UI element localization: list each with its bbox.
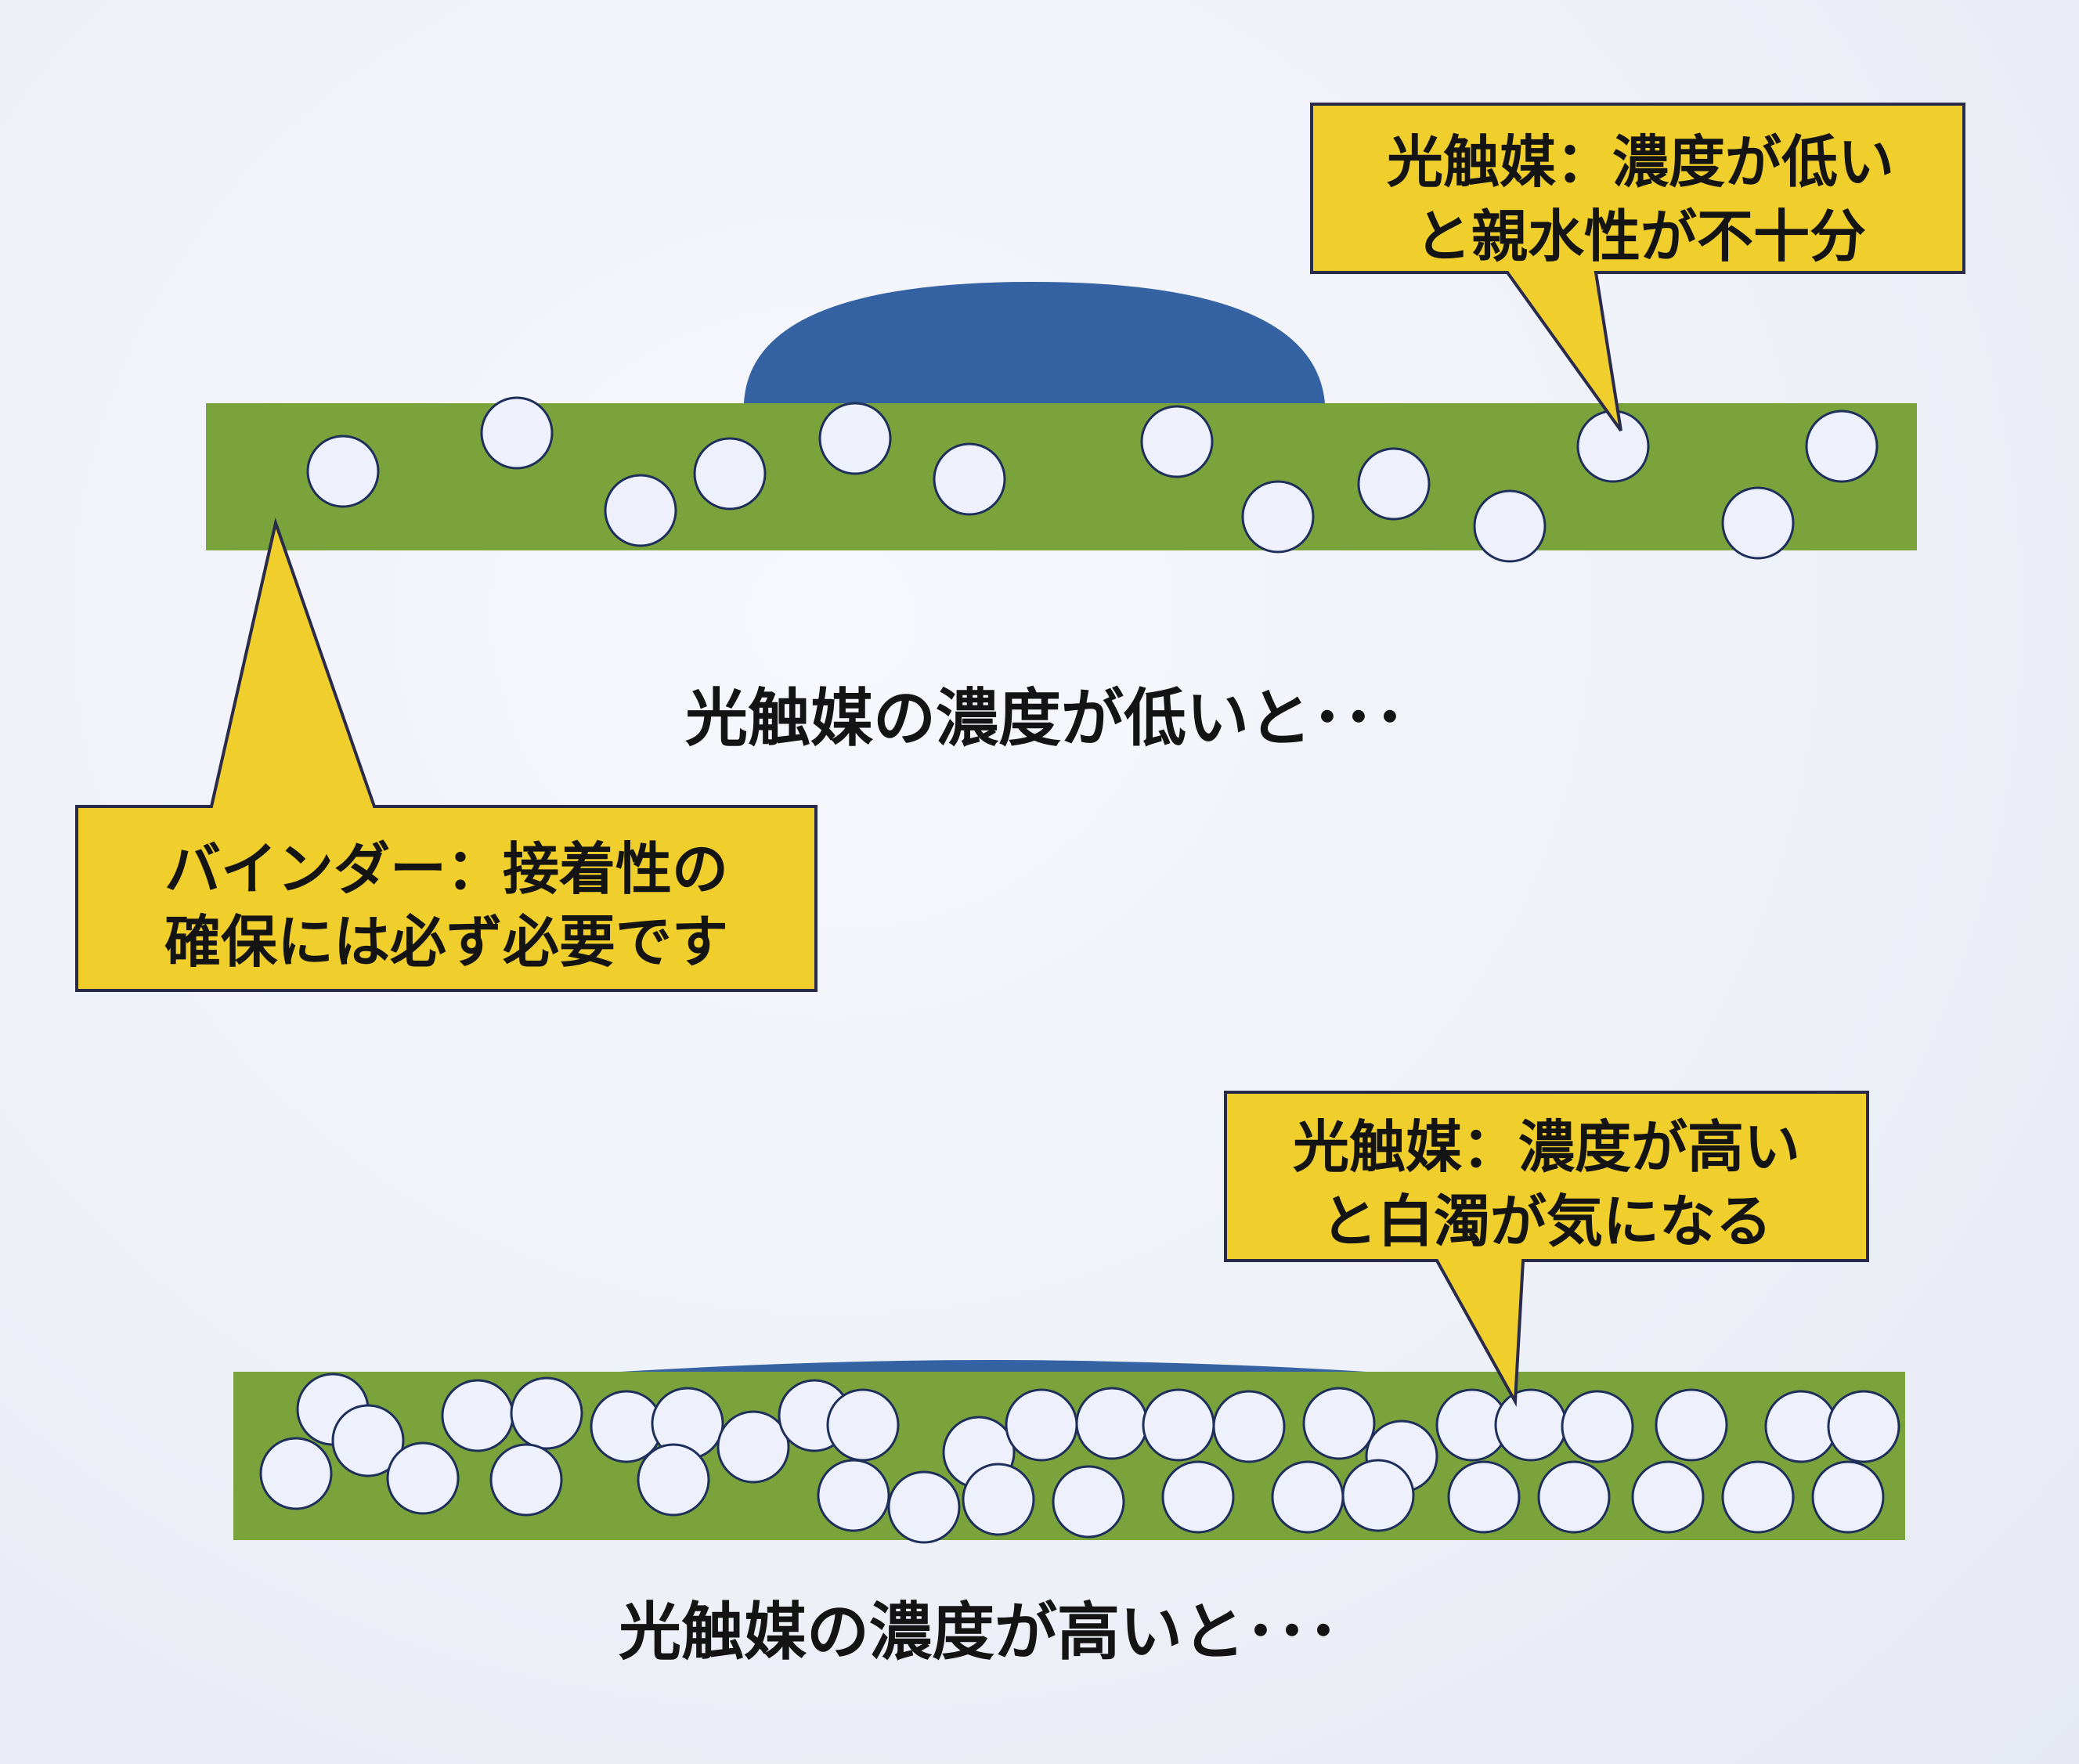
callout-photocatalyst-high: 光触媒：濃度が高い と白濁が気になる <box>1224 1091 1869 1408</box>
callout-binder-line2: 確保には必ず必要です <box>164 909 728 975</box>
photocatalyst-particle-high-20 <box>1075 1387 1149 1460</box>
photocatalyst-particle-low-10 <box>1473 489 1547 563</box>
photocatalyst-particle-low-2 <box>480 396 554 470</box>
photocatalyst-particle-high-34 <box>1631 1460 1705 1534</box>
photocatalyst-particle-high-2 <box>259 1437 333 1510</box>
photocatalyst-particle-high-35 <box>1764 1390 1838 1463</box>
callout-binder: バインダー：接着性の 確保には必ず必要です <box>75 517 818 992</box>
photocatalyst-particle-high-24 <box>1271 1460 1344 1534</box>
photocatalyst-particle-high-23 <box>1212 1390 1286 1463</box>
photocatalyst-particle-high-37 <box>1827 1390 1900 1463</box>
callout-binder-line1: バインダー：接着性の <box>164 836 728 902</box>
caption-high-concentration: 光触媒の濃度が高いと･･･ <box>619 1596 1339 1668</box>
callout-photocatalyst-low: 光触媒：濃度が低い と親水性が不十分 <box>1310 103 1965 432</box>
callout-photocatalyst-low-line1: 光触媒：濃度が低い <box>1387 129 1894 195</box>
photocatalyst-particle-high-19 <box>1052 1465 1125 1539</box>
particle-group-low <box>306 396 1879 563</box>
callout-photocatalyst-high-line1: 光触媒：濃度が高い <box>1293 1114 1800 1180</box>
photocatalyst-particle-high-27 <box>1341 1459 1415 1532</box>
photocatalyst-particle-high-3 <box>331 1404 405 1477</box>
photocatalyst-particle-high-31 <box>1561 1390 1634 1463</box>
photocatalyst-particle-high-4 <box>441 1379 514 1452</box>
photocatalyst-particle-low-9 <box>1357 447 1431 521</box>
photocatalyst-particle-low-4 <box>693 437 767 510</box>
photocatalyst-particle-high-36 <box>1721 1460 1795 1534</box>
photocatalyst-particle-high-33 <box>1655 1388 1728 1462</box>
photocatalyst-particle-high-7 <box>489 1443 563 1517</box>
photocatalyst-particle-high-18 <box>962 1463 1035 1536</box>
photocatalyst-particle-high-13 <box>826 1388 900 1462</box>
binder-layer-low <box>206 403 1917 550</box>
photocatalyst-particle-low-8 <box>1241 480 1315 554</box>
water-droplet-low <box>744 282 1325 403</box>
photocatalyst-particle-high-11 <box>716 1410 790 1484</box>
photocatalyst-particle-high-6 <box>510 1376 583 1450</box>
photocatalyst-particle-high-29 <box>1494 1388 1568 1462</box>
photocatalyst-particle-low-1 <box>306 435 380 508</box>
photocatalyst-particle-low-13 <box>1805 409 1879 483</box>
photocatalyst-particle-high-14 <box>817 1459 890 1532</box>
caption-low-concentration: 光触媒の濃度が低いと･･･ <box>685 682 1406 755</box>
photocatalyst-particle-low-3 <box>604 474 677 547</box>
particle-group-high <box>259 1373 1900 1544</box>
photocatalyst-particle-high-15 <box>887 1470 961 1544</box>
photocatalyst-particle-high-30 <box>1447 1460 1521 1534</box>
photocatalyst-particle-high-22 <box>1161 1460 1235 1534</box>
photocatalyst-particle-high-10 <box>637 1443 710 1517</box>
photocatalyst-particle-low-7 <box>1140 405 1214 478</box>
photocatalyst-particle-low-5 <box>818 402 892 475</box>
photocatalyst-particle-high-25 <box>1302 1387 1376 1460</box>
photocatalyst-particle-low-6 <box>933 442 1006 516</box>
photocatalyst-particle-high-21 <box>1142 1388 1215 1462</box>
callout-photocatalyst-low-line2: と親水性が不十分 <box>1415 204 1866 269</box>
photocatalyst-particle-low-12 <box>1721 486 1795 560</box>
photocatalyst-particle-high-38 <box>1811 1460 1885 1534</box>
photocatalyst-particle-high-32 <box>1537 1460 1611 1534</box>
photocatalyst-particle-high-5 <box>386 1441 460 1515</box>
callout-photocatalyst-high-line2: と白濁が気になる <box>1321 1189 1772 1254</box>
photocatalyst-particle-high-17 <box>1005 1388 1078 1462</box>
